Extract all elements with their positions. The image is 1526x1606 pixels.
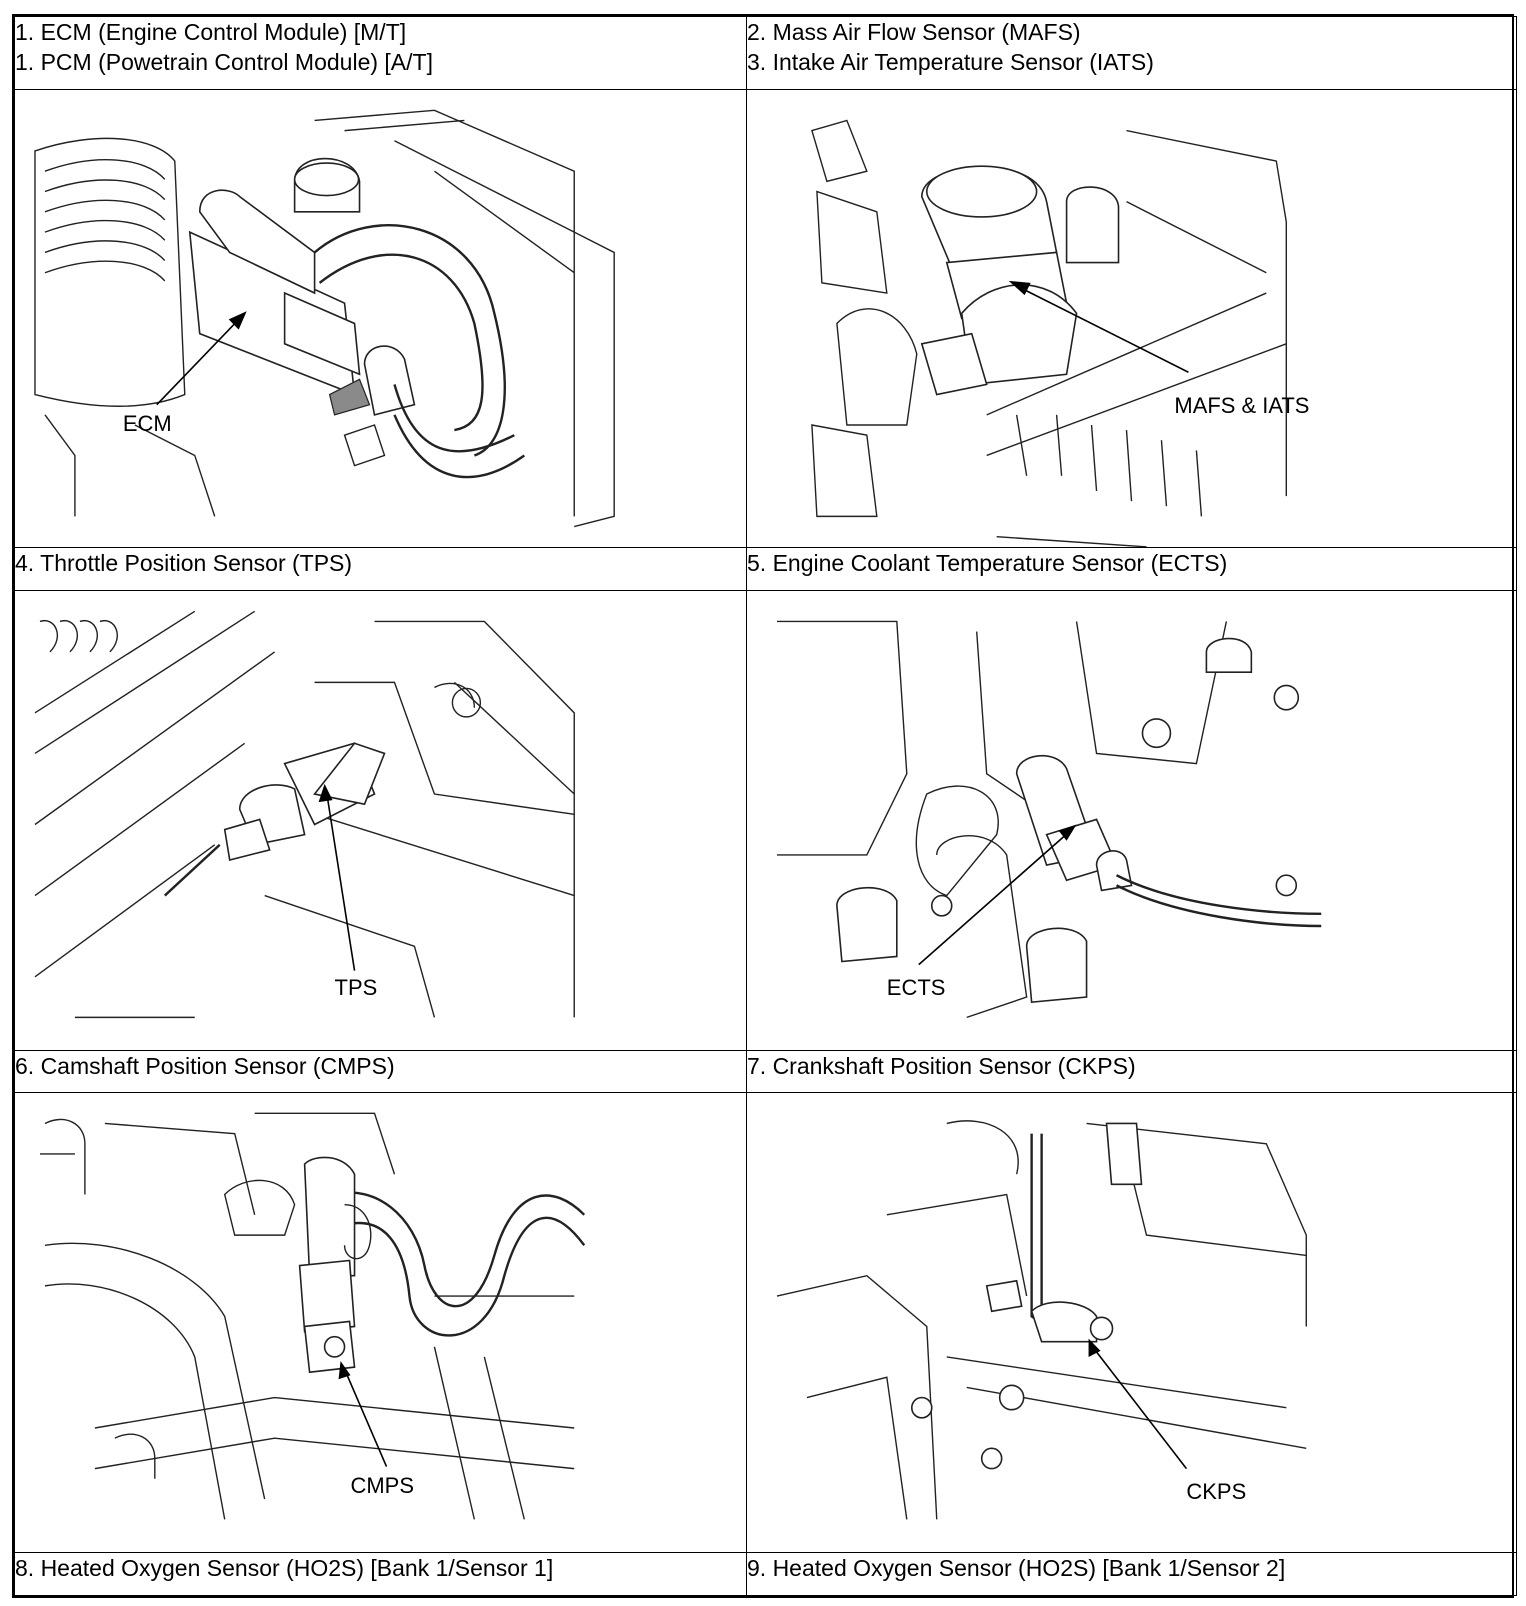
caption-ho2s-sensor2: 9. Heated Oxygen Sensor (HO2S) [Bank 1/S… xyxy=(746,1552,1517,1596)
mafs-iats-location-diagram: MAFS & IATS xyxy=(811,119,1309,548)
caption-line: 5. Engine Coolant Temperature Sensor (EC… xyxy=(747,550,1228,577)
caption-line: 6. Camshaft Position Sensor (CMPS) xyxy=(15,1052,395,1079)
ckps-callout-label: CKPS xyxy=(1186,1479,1246,1504)
mafs-iats-diagram-cell: MAFS & IATS xyxy=(746,89,1517,549)
tps-diagram-cell: TPS xyxy=(14,589,747,1051)
ects-location-diagram: ECTS xyxy=(776,620,1322,1018)
ects-diagram-cell: ECTS xyxy=(746,589,1517,1051)
cmps-location-diagram: CMPS xyxy=(39,1112,586,1520)
caption-ects: 5. Engine Coolant Temperature Sensor (EC… xyxy=(746,547,1517,591)
tps-callout-label: TPS xyxy=(335,975,378,1000)
ecm-location-diagram: ECM xyxy=(34,109,615,528)
ecm-diagram-cell: ECM xyxy=(14,89,747,549)
caption-mafs-iats: 2. Mass Air Flow Sensor (MAFS) 3. Intake… xyxy=(746,15,1517,91)
caption-line: 9. Heated Oxygen Sensor (HO2S) [Bank 1/S… xyxy=(747,1555,1286,1582)
cmps-callout-label: CMPS xyxy=(351,1473,414,1498)
component-table: 1. ECM (Engine Control Module) [M/T] 1. … xyxy=(14,15,1517,1596)
caption-tps: 4. Throttle Position Sensor (TPS) xyxy=(14,547,747,591)
ects-callout-label: ECTS xyxy=(887,975,946,1000)
mafs-iats-callout-label: MAFS & IATS xyxy=(1174,393,1309,418)
caption-line: 4. Throttle Position Sensor (TPS) xyxy=(15,550,353,577)
caption-line: 1. PCM (Powetrain Control Module) [A/T] xyxy=(15,49,433,75)
caption-line: 3. Intake Air Temperature Sensor (IATS) xyxy=(747,49,1154,75)
ckps-location-diagram: CKPS xyxy=(776,1120,1307,1520)
tps-location-diagram: TPS xyxy=(34,610,575,1018)
caption-cmps: 6. Camshaft Position Sensor (CMPS) xyxy=(14,1049,747,1094)
caption-line: 2. Mass Air Flow Sensor (MAFS) xyxy=(747,19,1081,45)
caption-line: 7. Crankshaft Position Sensor (CKPS) xyxy=(747,1052,1136,1079)
component-location-sheet: 1. ECM (Engine Control Module) [M/T] 1. … xyxy=(12,14,1517,1598)
ecm-callout-label: ECM xyxy=(123,411,172,436)
cmps-diagram-cell: CMPS xyxy=(14,1092,747,1554)
caption-line: 1. ECM (Engine Control Module) [M/T] xyxy=(15,19,407,45)
ckps-diagram-cell: CKPS xyxy=(746,1092,1517,1554)
caption-line: 8. Heated Oxygen Sensor (HO2S) [Bank 1/S… xyxy=(15,1555,554,1582)
caption-ho2s-sensor1: 8. Heated Oxygen Sensor (HO2S) [Bank 1/S… xyxy=(14,1552,747,1596)
caption-ckps: 7. Crankshaft Position Sensor (CKPS) xyxy=(746,1049,1517,1094)
caption-ecm-pcm: 1. ECM (Engine Control Module) [M/T] 1. … xyxy=(14,15,747,91)
